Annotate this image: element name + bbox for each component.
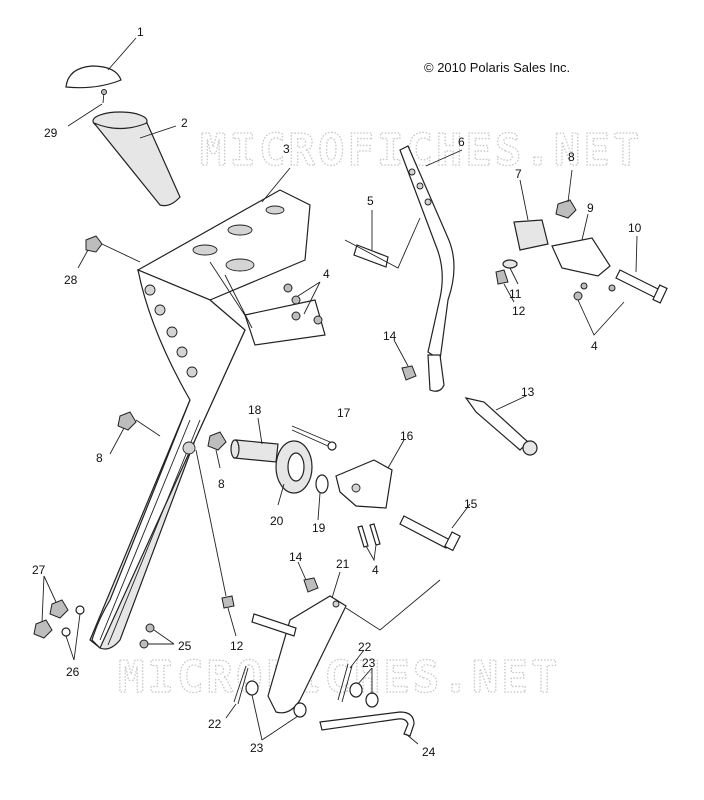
- part-4-bolts-middle: [357, 523, 381, 562]
- callout-14-upper: 14: [383, 329, 397, 343]
- callout-8-middle: 8: [218, 477, 225, 491]
- callout-22-left: 22: [208, 717, 222, 731]
- callout-18: 18: [248, 403, 262, 417]
- part-22-cotter-pin-right: [337, 649, 365, 703]
- part-9-mount-bracket: [551, 213, 611, 277]
- callout-2: 2: [181, 116, 188, 130]
- part-6-shift-arm: [399, 145, 463, 392]
- part-5-sleeve: [344, 210, 421, 269]
- part-3-shifter-bracket: [89, 167, 326, 650]
- part-23-washers-left: [245, 680, 307, 741]
- part-17-bolt: [291, 425, 337, 451]
- part-18-pivot-tube: [230, 417, 279, 463]
- callout-24: 24: [422, 745, 436, 759]
- part-13-ball-joint: [464, 395, 538, 456]
- watermark-bottom: MICROFICHES.NET: [118, 652, 560, 703]
- part-8-nut-upper: [555, 169, 577, 219]
- part-8-nut-left: [109, 411, 161, 455]
- part-27-nuts: [33, 575, 69, 639]
- part-8-nut-middle: [207, 431, 227, 469]
- callout-12-upper: 12: [512, 304, 526, 318]
- callout-21: 21: [336, 557, 350, 571]
- part-16-pivot-bracket: [335, 439, 405, 509]
- callout-20: 20: [270, 514, 284, 528]
- callout-19: 19: [312, 521, 326, 535]
- callout-1: 1: [137, 25, 144, 39]
- part-7-spacer: [513, 179, 549, 251]
- callout-15: 15: [464, 497, 478, 511]
- part-12-pin-upper: [495, 269, 515, 303]
- part-24-shift-rod: [319, 711, 419, 745]
- part-2-shift-knob: [92, 111, 181, 207]
- part-25-screws: [139, 623, 175, 649]
- part-11-washer: [502, 259, 519, 285]
- part-10-long-bolt: [615, 235, 668, 304]
- callout-14-lower: 14: [289, 550, 303, 564]
- watermark-top: MICROFICHES.NET: [200, 125, 642, 176]
- callout-29: 29: [44, 126, 58, 140]
- callout-8-left: 8: [96, 451, 103, 465]
- part-20-pulley: [275, 440, 313, 506]
- callout-23-right: 23: [362, 656, 376, 670]
- copyright-text: © 2010 Polaris Sales Inc.: [424, 60, 570, 75]
- part-19-washer: [315, 474, 329, 521]
- callout-26: 26: [66, 665, 80, 679]
- part-28-nut: [77, 235, 141, 269]
- callout-10: 10: [628, 221, 642, 235]
- callout-6: 6: [458, 135, 465, 149]
- callout-4-upper: 4: [323, 267, 330, 281]
- part-29-screw: [67, 89, 107, 127]
- callout-7: 7: [515, 167, 522, 181]
- part-12-pin-lower: [195, 449, 237, 637]
- part-14-nut-lower: [297, 561, 319, 593]
- part-23-washers-right: [349, 667, 379, 708]
- callout-5: 5: [367, 194, 374, 208]
- callout-16: 16: [400, 429, 414, 443]
- callout-17: 17: [337, 406, 351, 420]
- part-4-screws-right: [573, 282, 625, 336]
- callout-4-middle: 4: [372, 563, 379, 577]
- part-21-lower-lever: [251, 571, 441, 714]
- callout-4-right: 4: [591, 339, 598, 353]
- callout-27: 27: [32, 563, 46, 577]
- callout-3: 3: [283, 142, 290, 156]
- callout-25: 25: [178, 639, 192, 653]
- callout-12-lower: 12: [230, 639, 244, 653]
- callout-8-upper: 8: [568, 150, 575, 164]
- callout-28: 28: [64, 273, 78, 287]
- callout-11: 11: [509, 287, 522, 301]
- part-14-nut-upper: [393, 339, 417, 381]
- part-4-bolts-upper: [283, 281, 323, 325]
- callout-22-right: 22: [358, 640, 372, 654]
- part-1-knob-cap: [65, 37, 137, 89]
- part-15-bolt: [399, 503, 471, 552]
- callout-13: 13: [521, 385, 535, 399]
- part-22-cotter-pin-left: [225, 665, 249, 719]
- part-26-washers: [61, 605, 85, 661]
- callout-9: 9: [587, 201, 594, 215]
- callout-23-left: 23: [250, 741, 264, 755]
